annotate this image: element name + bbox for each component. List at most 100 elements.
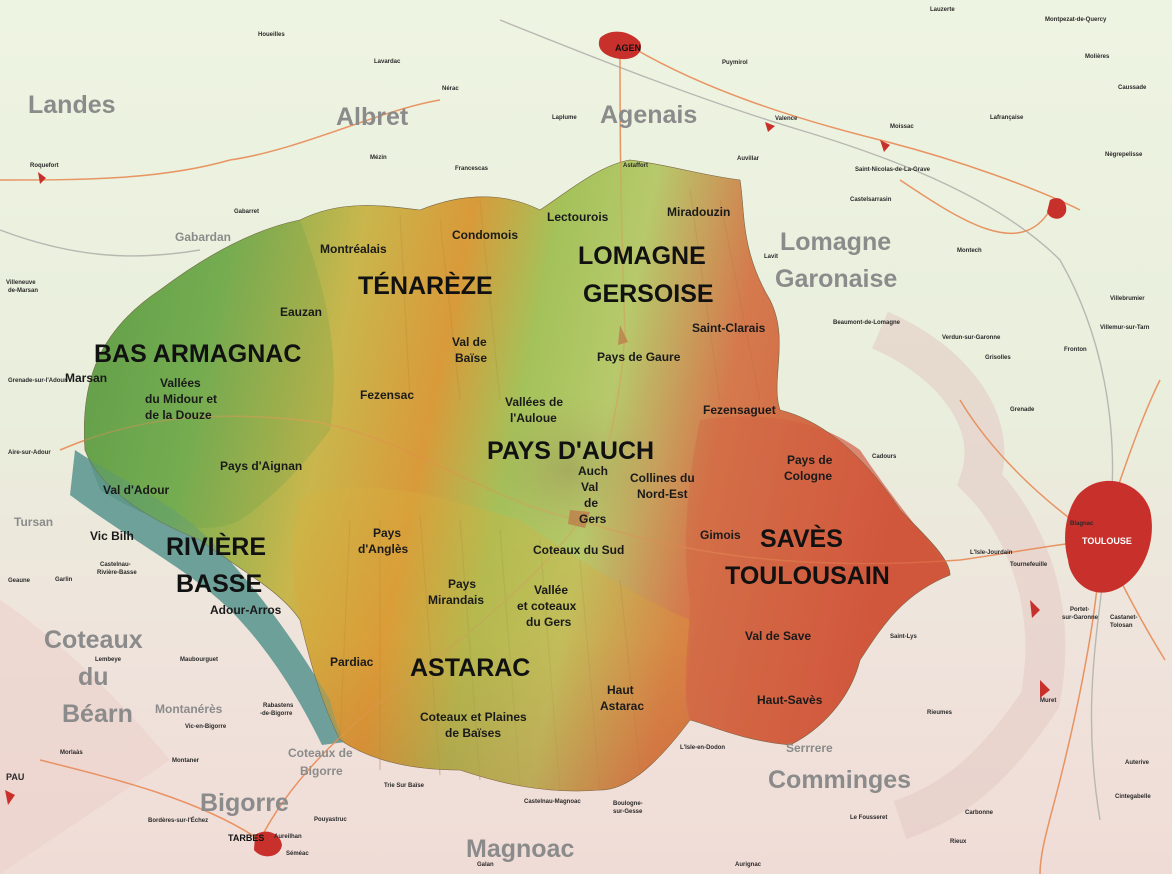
neighbor-coteaux-bearn-1: Coteaux	[44, 626, 143, 654]
town-tournefeuille: Tournefeuille	[1010, 562, 1048, 568]
neighbor-serrrere: Serrrere	[786, 741, 833, 755]
neighbor-agenais: Agenais	[600, 101, 698, 129]
town-geaune: Geaune	[8, 578, 31, 584]
town-pouyastruc: Pouyastruc	[314, 817, 347, 823]
subregion-pays-angles-1: Pays	[373, 526, 402, 540]
subregion-eauzan: Eauzan	[280, 305, 323, 319]
region-lomagne-gersoise-2[interactable]: GERSOISE	[583, 280, 714, 308]
neighbor-albret: Albret	[336, 103, 409, 131]
subregion-val-de-baise-2: Baïse	[455, 351, 488, 365]
town-portet-2: sur-Garonne	[1062, 615, 1099, 621]
subregion-vallees-midour-2: du Midour et	[145, 392, 217, 406]
town-caussade: Caussade	[1118, 85, 1147, 91]
subregion-pays-mirandais-1: Pays	[448, 577, 477, 591]
town-l-isle-jourdain: L'Isle-Jourdain	[970, 550, 1013, 556]
subregion-auch-2: Val	[581, 480, 599, 494]
neighbor-tursan: Tursan	[14, 515, 54, 529]
town-semeac: Séméac	[286, 851, 309, 857]
town-auvillar: Auvillar	[737, 156, 760, 162]
town-lauzerte: Lauzerte	[930, 7, 955, 13]
region-riviere-basse-1[interactable]: RIVIÈRE	[166, 533, 267, 561]
town-francescas: Francescas	[455, 166, 489, 172]
town-carbonne: Carbonne	[965, 810, 994, 816]
town-lembeye: Lembeye	[95, 657, 122, 663]
town-rieux: Rieux	[950, 839, 967, 845]
city-agen: AGEN	[615, 43, 642, 53]
subregion-vallees-midour-3: de la Douze	[145, 408, 212, 422]
subregion-coteaux-plaines-2: de Baïses	[445, 726, 502, 740]
neighbor-bigorre: Bigorre	[200, 789, 289, 817]
subregion-vallee-coteaux-1: Vallée	[534, 583, 569, 597]
town-saint-lys: Saint-Lys	[890, 634, 917, 640]
region-saves-toulousain-1[interactable]: SAVÈS	[760, 525, 843, 553]
town-puymirol: Puymirol	[722, 60, 748, 66]
subregion-condomois: Condomois	[452, 228, 518, 242]
town-aire-adour: Aire-sur-Adour	[8, 450, 51, 456]
town-lavit: Lavit	[764, 254, 779, 260]
town-vic-en-bigorre: Vic-en-Bigorre	[185, 724, 227, 730]
town-rabastens-2: -de-Bigorre	[260, 711, 293, 717]
subregion-saint-clarais: Saint-Clarais	[692, 321, 766, 335]
subregion-pays-angles-2: d'Anglès	[358, 542, 409, 556]
town-maubourguet: Maubourguet	[180, 657, 218, 663]
neighbor-montaneres: Montanérès	[155, 702, 223, 716]
region-saves-toulousain-2[interactable]: TOULOUSAIN	[725, 562, 890, 590]
town-mezin: Mézin	[370, 155, 387, 161]
subregion-vallee-coteaux-2: et coteaux	[517, 599, 577, 613]
town-rabastens-1: Rabastens	[263, 703, 294, 709]
region-riviere-basse-2[interactable]: BASSE	[176, 570, 263, 598]
town-grenade: Grenade	[1010, 407, 1035, 413]
town-castelnau: Castelnau-	[100, 562, 131, 568]
subregion-auch-3: de	[584, 496, 599, 510]
subregion-fezensaguet: Fezensaguet	[703, 403, 776, 417]
subregion-coteaux-plaines-1: Coteaux et Plaines	[420, 710, 527, 724]
town-roquefort: Roquefort	[30, 163, 59, 169]
town-castanet-2: Tolosan	[1110, 623, 1133, 629]
neighbor-comminges: Comminges	[768, 766, 912, 794]
neighbor-coteaux-bearn-3: Béarn	[62, 700, 133, 728]
region-pays-dauch[interactable]: PAYS D'AUCH	[487, 437, 655, 465]
town-pau: PAU	[6, 772, 25, 782]
town-castelsarrasin: Castelsarrasin	[850, 197, 892, 203]
neighbor-lomagne-garonaise-1: Lomagne	[780, 228, 892, 256]
town-valence: Valence	[775, 116, 798, 122]
town-montaner: Montaner	[172, 758, 199, 764]
subregion-pardiac: Pardiac	[330, 655, 374, 669]
subregion-haut-astarac-1: Haut	[607, 683, 634, 697]
town-bordeires: Bordères-sur-l'Échez	[148, 818, 209, 824]
subregion-miradouzin: Miradouzin	[667, 205, 731, 219]
town-verdun: Verdun-sur-Garonne	[942, 335, 1001, 341]
neighbor-lomagne-garonaise-2: Garonaise	[775, 265, 898, 293]
subregion-collines-2: Nord-Est	[637, 487, 688, 501]
subregion-haut-astarac-2: Astarac	[600, 699, 645, 713]
neighbor-landes: Landes	[28, 91, 116, 119]
region-astarac[interactable]: ASTARAC	[410, 654, 531, 682]
subregion-vallees-auloue-1: Vallées de	[505, 395, 564, 409]
town-boulogne-2: sur-Gesse	[613, 809, 643, 815]
town-castelnau-magnoac: Castelnau-Magnoac	[524, 799, 581, 805]
subregion-pays-de-gaure: Pays de Gaure	[597, 350, 681, 364]
town-riviere-basse: Rivière-Basse	[97, 570, 137, 576]
town-rieumes: Rieumes	[927, 710, 953, 716]
neighbor-coteaux-bearn-2: du	[78, 663, 109, 691]
town-lavardac: Lavardac	[374, 59, 401, 65]
town-molieres: Molières	[1085, 54, 1110, 60]
subregion-coteaux-du-sud: Coteaux du Sud	[533, 543, 625, 557]
subregion-pays-de-cologne-1: Pays de	[787, 453, 833, 467]
town-le-fousseret: Le Fousseret	[850, 815, 888, 821]
town-cintegabelle: Cintegabelle	[1115, 794, 1151, 800]
subregion-lectourois: Lectourois	[547, 210, 609, 224]
subregion-marsan: Marsan	[65, 371, 108, 385]
region-bas-armagnac[interactable]: BAS ARMAGNAC	[94, 340, 302, 368]
town-montech: Montech	[957, 248, 982, 254]
town-galan: Galan	[477, 862, 494, 868]
subregion-pays-de-cologne-2: Cologne	[784, 469, 832, 483]
neighbor-coteaux-bigorre-2: Bigorre	[300, 764, 343, 778]
town-astaffort: Astaffort	[623, 163, 648, 169]
region-tenareze[interactable]: TÉNARÈZE	[358, 272, 493, 300]
town-moissac: Moissac	[890, 124, 914, 130]
region-lomagne-gersoise-1[interactable]: LOMAGNE	[578, 242, 706, 270]
town-portet-1: Portet-	[1070, 607, 1090, 613]
